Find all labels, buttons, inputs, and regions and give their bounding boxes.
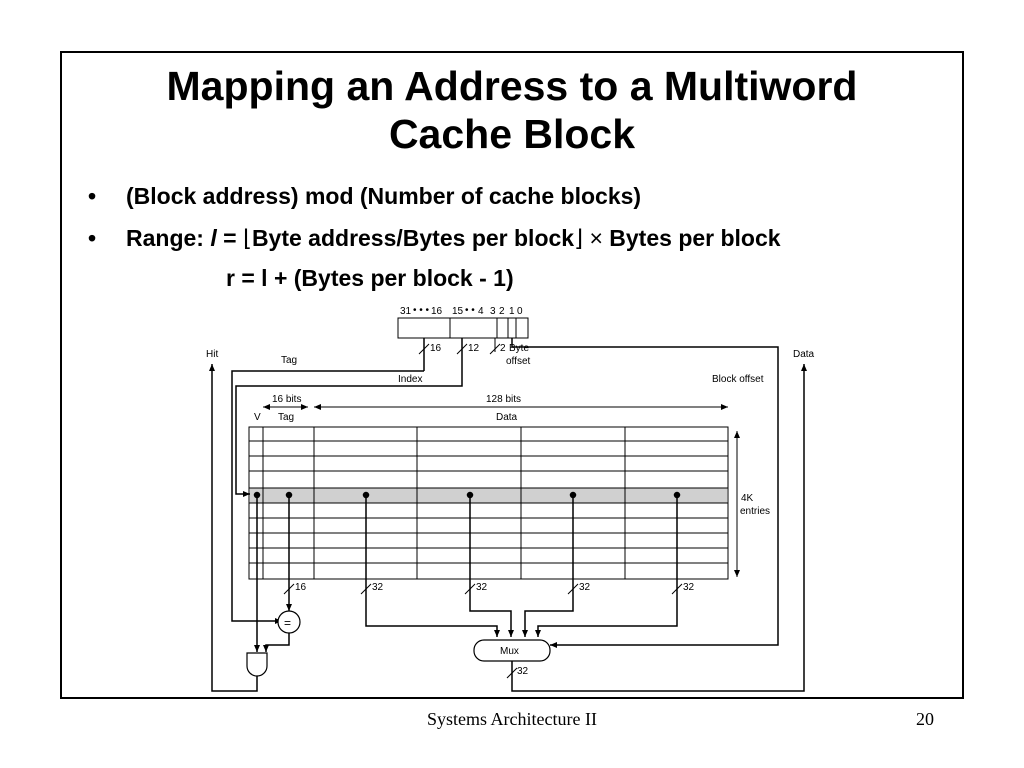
- index-variable: l: [210, 225, 217, 251]
- bit-dots-1: • • •: [413, 305, 430, 316]
- floor-left: ⌊: [242, 225, 252, 251]
- range-label: Range:: [126, 225, 211, 251]
- bullet-marker: •: [88, 225, 97, 251]
- comparator-symbol: =: [284, 616, 291, 630]
- range-end-formula: r = l + (Bytes per block - 1): [226, 265, 514, 291]
- tag-read-width: 16: [295, 582, 307, 593]
- index-width: 12: [468, 343, 480, 354]
- title-line-2: Cache Block: [388, 111, 636, 157]
- bit-dots-2: • •: [465, 305, 475, 316]
- bullet-marker: •: [88, 183, 97, 209]
- tag-column-label: Tag: [278, 412, 294, 423]
- read-width-ticks: [283, 583, 683, 595]
- bit-0: 0: [517, 306, 523, 317]
- bullet-1-text: (Block address) mod (Number of cache blo…: [126, 183, 642, 209]
- table-header-labels: 16 bits 128 bits V Tag Data 4K entries: [254, 394, 770, 517]
- multiplexer: Mux: [473, 639, 551, 662]
- address-register: [397, 317, 529, 339]
- page-number: 20: [916, 709, 934, 729]
- data-output-label: Data: [793, 349, 815, 360]
- cache-table: [248, 426, 729, 580]
- byte-label: Byte: [509, 343, 529, 354]
- entries-count-label: 4K: [741, 493, 754, 504]
- hit-label: Hit: [206, 349, 218, 360]
- equals-sign: =: [216, 225, 243, 251]
- floor-right: ⌋: [574, 225, 584, 251]
- read-lines: [253, 491, 681, 652]
- range-formula: Byte address/Bytes per block: [251, 225, 575, 251]
- word0-width: 32: [372, 582, 384, 593]
- times-sign: ×: [583, 225, 610, 251]
- bit-15: 15: [452, 306, 464, 317]
- bit-1: 1: [509, 306, 515, 317]
- slide-title: Mapping an Address to a Multiword Cache …: [60, 62, 964, 158]
- bit-3: 3: [490, 306, 496, 317]
- footer-course-title: Systems Architecture II: [427, 709, 597, 729]
- width-arrows: [263, 404, 740, 577]
- bit-2: 2: [499, 306, 505, 317]
- data-column-label: Data: [496, 412, 518, 423]
- bullet-1: • (Block address) mod (Number of cache bl…: [88, 182, 641, 210]
- entries-label: entries: [740, 506, 770, 517]
- word3-width: 32: [683, 582, 695, 593]
- valid-column-label: V: [254, 412, 261, 423]
- offset-width: 2: [500, 343, 506, 354]
- mux-output-width: 32: [517, 666, 529, 677]
- bit-16: 16: [431, 306, 443, 317]
- field-width-labels: 16 12 2 Byte offset Tag Index Block offs…: [206, 343, 815, 385]
- read-width-labels: 16 32 32 32 32 32: [295, 582, 695, 677]
- bits128-label: 128 bits: [486, 394, 521, 405]
- tag-label: Tag: [281, 355, 297, 366]
- title-line-1: Mapping an Address to a Multiword: [166, 63, 858, 109]
- bits16-label: 16 bits: [272, 394, 301, 405]
- bullet-2: • Range: l = ⌊Byte address/Bytes per bloc…: [88, 224, 781, 252]
- range-tail: Bytes per block: [609, 225, 781, 251]
- index-label: Index: [398, 374, 422, 385]
- word1-width: 32: [476, 582, 488, 593]
- and-gate: [246, 652, 268, 677]
- mux-label: Mux: [500, 646, 519, 657]
- comparator: =: [277, 610, 301, 634]
- block-offset-label: Block offset: [712, 374, 764, 385]
- offset-label: offset: [506, 356, 530, 367]
- slide-frame: [60, 51, 964, 699]
- address-bit-labels: 31 • • • 16 15 • • 4 3 2 1 0: [400, 305, 523, 317]
- bit-31: 31: [400, 306, 412, 317]
- bit-4: 4: [478, 306, 484, 317]
- tag-width: 16: [430, 343, 442, 354]
- output-lines: [209, 364, 807, 692]
- word2-width: 32: [579, 582, 591, 593]
